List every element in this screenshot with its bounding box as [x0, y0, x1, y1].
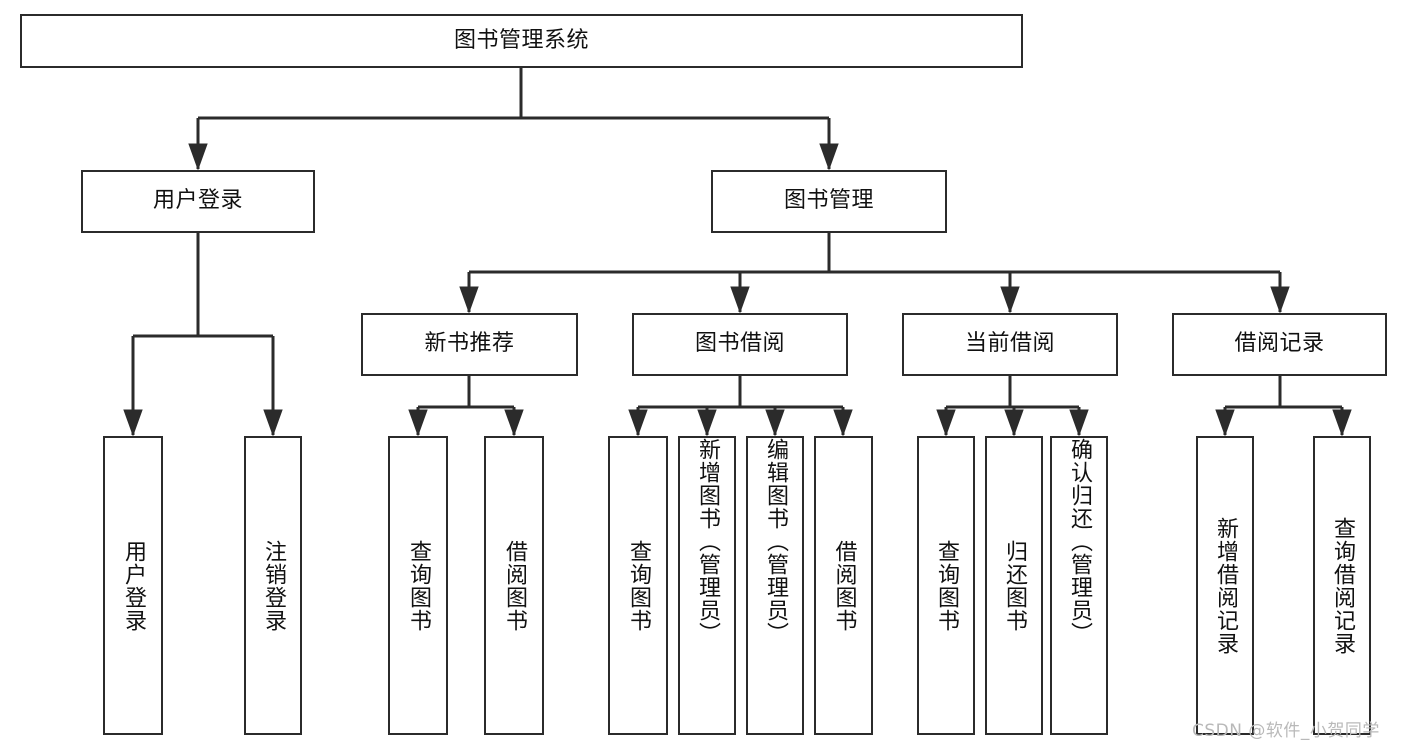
node-root[interactable]: 图书管理系统 — [20, 14, 1023, 68]
node-book-manage[interactable]: 图书管理 — [711, 170, 947, 233]
arrow-head-icon — [1215, 409, 1235, 437]
node-label: 注销登录 — [260, 539, 286, 632]
node-label: 借阅记录 — [1234, 331, 1325, 357]
node-label: 图书借阅 — [694, 331, 785, 357]
node-borrow-record[interactable]: 借阅记录 — [1172, 313, 1387, 376]
node-user-login[interactable]: 用户登录 — [81, 170, 315, 233]
node-label: 查询图书 — [625, 539, 651, 632]
arrow-head-icon — [697, 409, 717, 437]
node-leaf-edit-book-admin[interactable]: 编辑图书（管理员） — [746, 436, 804, 735]
node-leaf-query-book-1[interactable]: 查询图书 — [388, 436, 448, 735]
node-leaf-query-book-3[interactable]: 查询图书 — [917, 436, 975, 735]
node-label: 归还图书 — [1001, 539, 1027, 632]
arrow-head-icon — [936, 409, 956, 437]
node-label: 用户登录 — [120, 539, 146, 632]
node-label: 查询借阅记录 — [1329, 516, 1355, 655]
arrow-head-icon — [188, 143, 208, 171]
node-label: 新书推荐 — [424, 331, 515, 357]
node-label: 借阅图书 — [501, 539, 527, 632]
arrow-head-icon — [123, 409, 143, 437]
node-new-book-recommend[interactable]: 新书推荐 — [361, 313, 578, 376]
arrow-head-icon — [1000, 286, 1020, 314]
node-label: 图书管理 — [783, 188, 874, 214]
arrow-head-icon — [1069, 409, 1089, 437]
node-label: 编辑图书（管理员） — [762, 438, 788, 645]
arrow-head-icon — [819, 143, 839, 171]
arrow-head-icon — [730, 286, 750, 314]
node-label: 图书管理系统 — [453, 27, 589, 53]
node-label: 查询图书 — [933, 539, 959, 632]
arrow-head-icon — [833, 409, 853, 437]
node-leaf-query-borrow-record[interactable]: 查询借阅记录 — [1313, 436, 1371, 735]
node-label: 新增图书（管理员） — [694, 438, 720, 645]
arrow-head-icon — [408, 409, 428, 437]
arrow-head-icon — [504, 409, 524, 437]
node-leaf-user-logout[interactable]: 注销登录 — [244, 436, 302, 735]
node-label: 确认归还（管理员） — [1066, 438, 1092, 645]
node-leaf-confirm-return-admin[interactable]: 确认归还（管理员） — [1050, 436, 1108, 735]
node-label: 用户登录 — [152, 188, 243, 214]
node-label: 借阅图书 — [831, 539, 857, 632]
node-leaf-borrow-book-1[interactable]: 借阅图书 — [484, 436, 544, 735]
node-label: 新增借阅记录 — [1212, 516, 1238, 655]
arrow-head-icon — [765, 409, 785, 437]
node-leaf-user-login[interactable]: 用户登录 — [103, 436, 163, 735]
node-leaf-add-borrow-record[interactable]: 新增借阅记录 — [1196, 436, 1254, 735]
node-leaf-add-book-admin[interactable]: 新增图书（管理员） — [678, 436, 736, 735]
arrow-head-icon — [1270, 286, 1290, 314]
node-label: 查询图书 — [405, 539, 431, 632]
arrow-head-icon — [1004, 409, 1024, 437]
node-book-borrow[interactable]: 图书借阅 — [632, 313, 848, 376]
arrow-head-icon — [1332, 409, 1352, 437]
arrow-head-icon — [628, 409, 648, 437]
arrow-head-icon — [459, 286, 479, 314]
node-leaf-borrow-book-2[interactable]: 借阅图书 — [814, 436, 873, 735]
node-leaf-query-book-2[interactable]: 查询图书 — [608, 436, 668, 735]
node-current-borrow[interactable]: 当前借阅 — [902, 313, 1118, 376]
node-label: 当前借阅 — [964, 331, 1055, 357]
node-leaf-return-book[interactable]: 归还图书 — [985, 436, 1043, 735]
arrow-head-icon — [263, 409, 283, 437]
